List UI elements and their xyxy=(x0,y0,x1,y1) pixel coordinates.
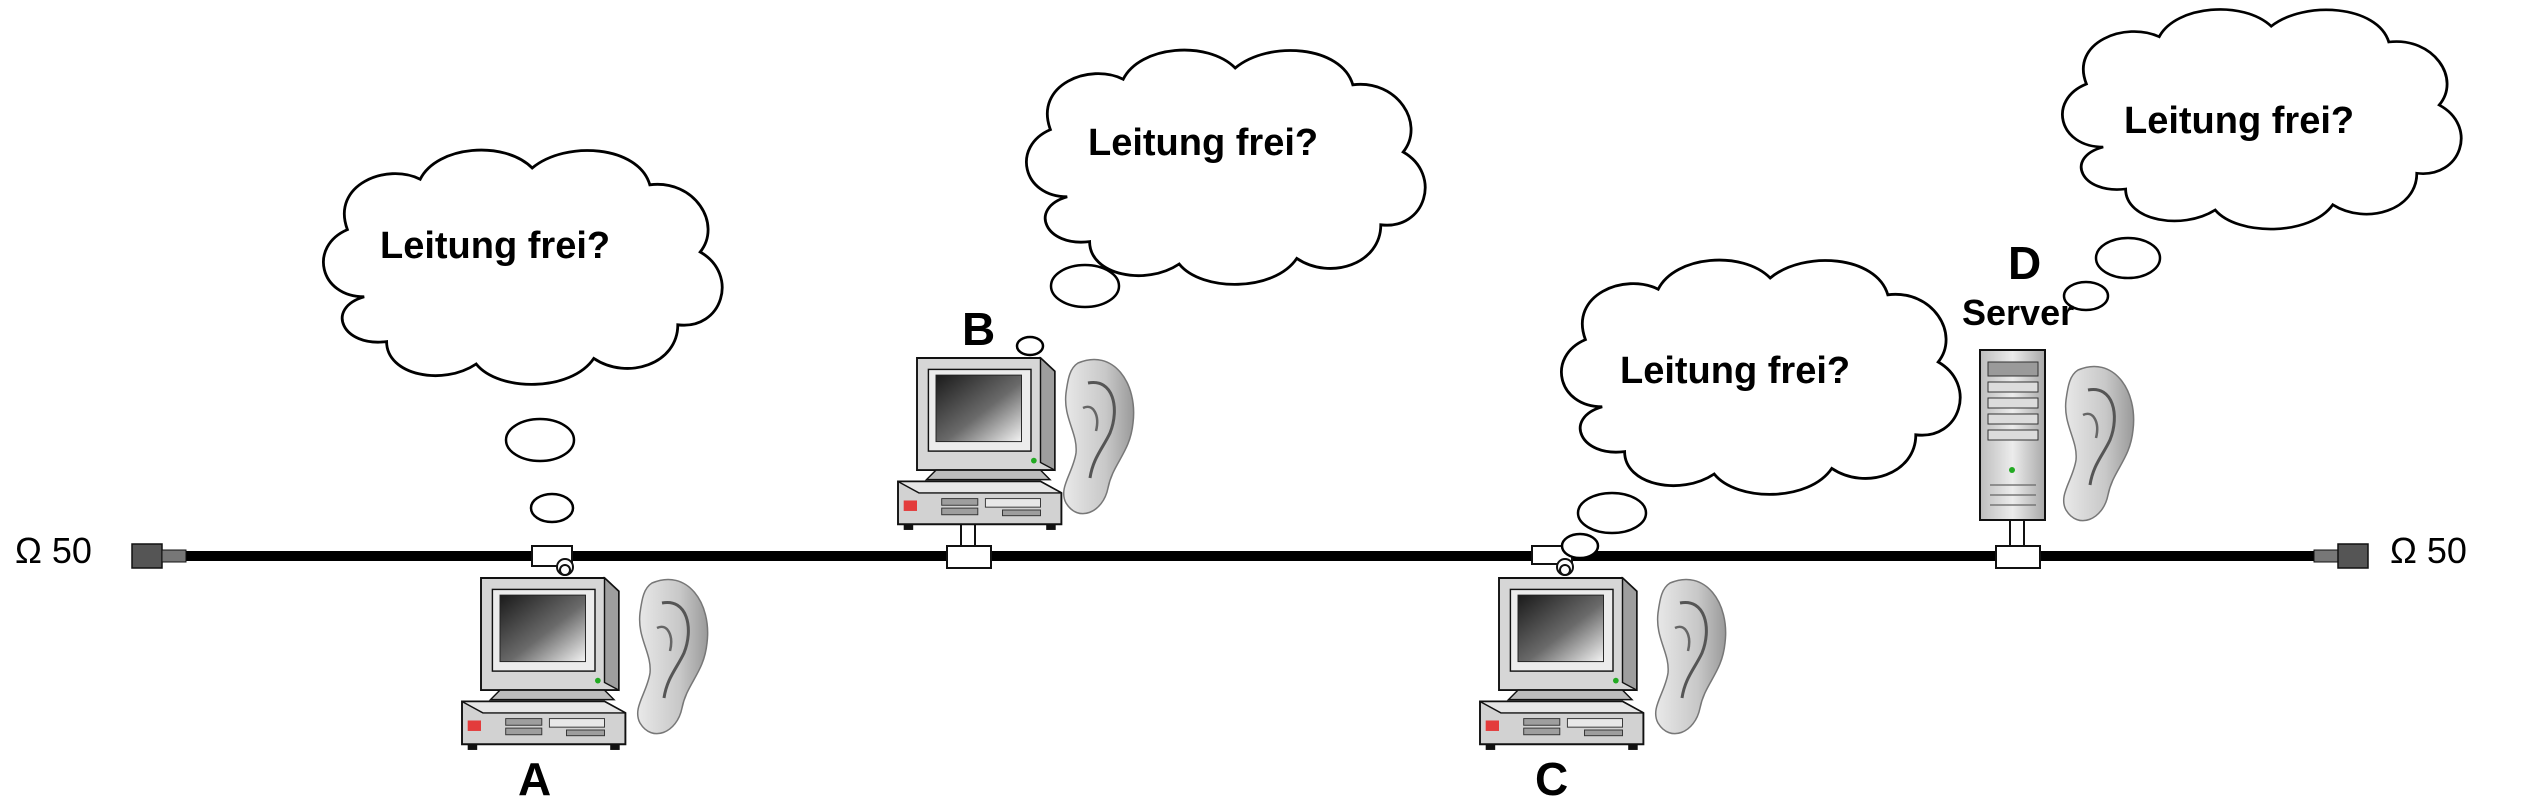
node-d-sublabel: Server xyxy=(1962,292,2075,333)
ear-icon xyxy=(1654,577,1728,736)
desktop-computer-icon xyxy=(461,577,627,751)
ear-icon xyxy=(1062,357,1136,516)
node-d-server xyxy=(1979,349,2136,523)
node-d-thought xyxy=(2061,8,2463,312)
right-terminator-label: Ω 50 xyxy=(2390,530,2467,571)
node-a-thought-text: Leitung frei? xyxy=(380,225,611,267)
left-terminator-label: Ω 50 xyxy=(15,530,92,571)
node-b-thought xyxy=(1015,48,1427,357)
node-b-thought-text: Leitung frei? xyxy=(1088,122,1319,164)
node-a-computer xyxy=(461,577,710,751)
thought-bubble-dot-icon xyxy=(504,417,576,463)
desktop-computer-icon xyxy=(1479,577,1645,751)
server-tower-icon xyxy=(1979,349,2046,521)
t-connector-icon xyxy=(531,545,574,576)
node-c-thought-text: Leitung frei? xyxy=(1620,350,1851,392)
ear-icon xyxy=(636,577,710,736)
thought-bubble-dot-icon xyxy=(529,492,575,524)
desktop-computer-icon xyxy=(897,357,1063,531)
right-terminator-icon xyxy=(2313,543,2369,569)
thought-bubble-dot-icon xyxy=(1560,532,1600,560)
thought-cloud-icon xyxy=(1025,48,1427,286)
node-d-label: D xyxy=(2008,237,2042,289)
t-connector-icon xyxy=(1995,519,2041,569)
node-c-thought xyxy=(1560,258,1962,560)
node-b-computer xyxy=(897,357,1136,531)
t-connector-icon xyxy=(946,517,992,569)
node-d-thought-text: Leitung frei? xyxy=(2124,100,2355,142)
node-a-label: A xyxy=(518,753,552,805)
node-b-label: B xyxy=(962,303,996,355)
node-c-computer xyxy=(1479,577,1728,751)
bus-cable xyxy=(160,551,2340,561)
node-a-thought xyxy=(322,148,724,524)
left-terminator-icon xyxy=(131,543,187,569)
node-c-label: C xyxy=(1535,753,1569,805)
thought-bubble-dot-icon xyxy=(2094,236,2162,280)
thought-bubble-dot-icon xyxy=(1015,335,1045,357)
thought-bubble-dot-icon xyxy=(1049,263,1121,309)
ear-icon xyxy=(2062,364,2136,523)
thought-bubble-dot-icon xyxy=(1576,491,1648,535)
thought-bubble-dot-icon xyxy=(2062,280,2110,312)
